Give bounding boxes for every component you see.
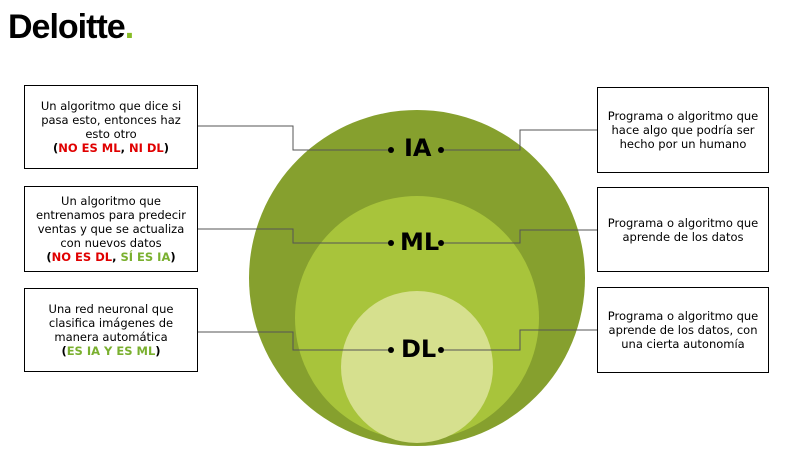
connector-right-dl: [441, 329, 597, 351]
right-box-ia-text: Programa o algoritmo que hace algo que p…: [607, 109, 759, 151]
dot-left-ml: [388, 240, 394, 246]
circle-dl: [341, 291, 493, 443]
left-box-ml-verdict: (NO ES DL, SÍ ES IA): [46, 250, 176, 264]
dot-right-dl: [438, 347, 444, 353]
right-box-dl: Programa o algoritmo que aprende de los …: [597, 287, 769, 373]
connector-right-ml: [441, 229, 597, 244]
connector-left-ml: [198, 228, 391, 244]
connector-left-ia: [198, 125, 391, 151]
left-box-ia-verdict: (NO ES ML, NI DL): [52, 141, 169, 155]
dot-right-ml: [438, 240, 444, 246]
left-box-dl-verdict: (ES IA Y ES ML): [61, 344, 161, 358]
left-box-ml: Un algoritmo que entrenamos para predeci…: [24, 186, 198, 272]
right-box-ia: Programa o algoritmo que hace algo que p…: [597, 87, 769, 173]
label-ia: IA: [404, 134, 432, 162]
right-box-dl-text: Programa o algoritmo que aprende de los …: [607, 309, 759, 351]
deloitte-logo: Deloitte.: [8, 8, 134, 46]
label-dl: DL: [401, 335, 437, 363]
left-box-dl-text: Una red neuronal que clasifica imágenes …: [48, 302, 174, 344]
dot-right-ia: [438, 147, 444, 153]
connector-right-ia: [441, 129, 597, 151]
dot-left-dl: [388, 347, 394, 353]
left-box-ia-text: Un algoritmo que dice si pasa esto, ento…: [40, 99, 182, 141]
left-box-ml-text: Un algoritmo que entrenamos para predeci…: [36, 194, 186, 250]
right-box-ml-text: Programa o algoritmo que aprende de los …: [607, 215, 759, 244]
connector-left-dl: [198, 331, 391, 351]
label-ml: ML: [400, 228, 440, 256]
dot-left-ia: [388, 147, 394, 153]
left-box-ia: Un algoritmo que dice si pasa esto, ento…: [24, 85, 198, 169]
right-box-ml: Programa o algoritmo que aprende de los …: [597, 187, 769, 272]
left-box-dl: Una red neuronal que clasifica imágenes …: [24, 288, 198, 372]
